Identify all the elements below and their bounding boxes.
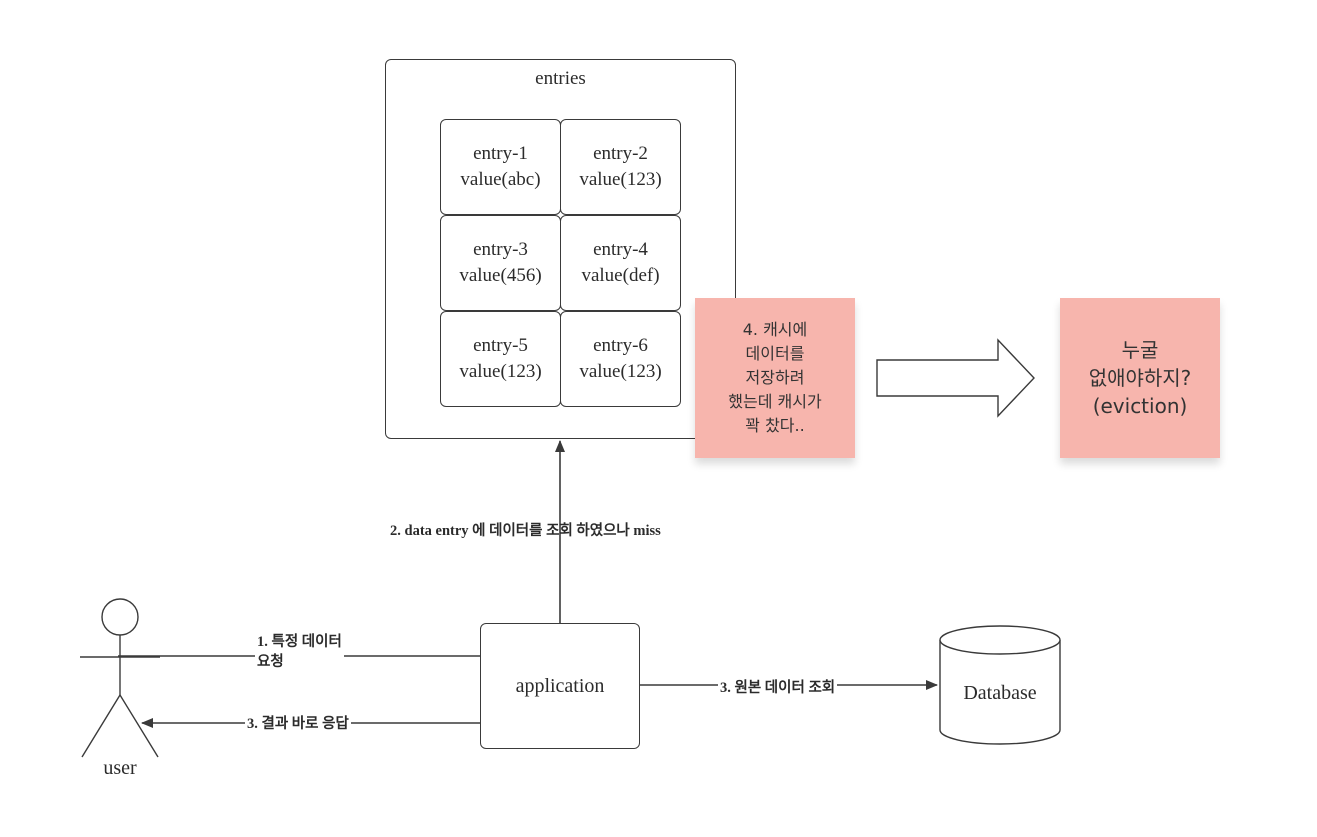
entry-name: entry-4 — [593, 239, 648, 260]
edge-label-step1: 1. 특정 데이터 요청 — [255, 632, 344, 672]
user-label: user — [103, 757, 137, 779]
entry-value: value(123) — [579, 169, 662, 190]
sticky-note-cache-full: 4. 캐시에 데이터를 저장하려 했는데 캐시가 꽉 찼다.. — [695, 298, 855, 458]
application-label: application — [515, 674, 605, 697]
block-arrow-right — [876, 338, 1035, 418]
entry-value: value(123) — [579, 361, 662, 382]
entries-title: entries — [535, 68, 586, 89]
application-box: application — [480, 623, 640, 749]
entry-value: value(123) — [459, 361, 542, 382]
entry-name: entry-6 — [593, 335, 648, 356]
sticky-note-cache-full-text: 4. 캐시에 데이터를 저장하려 했는데 캐시가 꽉 찼다.. — [728, 320, 822, 435]
sticky-note-eviction: 누굴 없애야하지? (eviction) — [1060, 298, 1220, 458]
entry-cell: entry-2 value(123) — [560, 119, 681, 215]
entry-value: value(abc) — [460, 169, 541, 190]
database-label: Database — [963, 682, 1037, 704]
entry-value: value(def) — [581, 265, 660, 286]
entry-cell: entry-5 value(123) — [440, 311, 561, 407]
entry-cell: entry-6 value(123) — [560, 311, 681, 407]
entry-name: entry-5 — [473, 335, 528, 356]
user-actor-figure — [80, 598, 160, 758]
database-cylinder — [939, 625, 1061, 745]
entry-cell: entry-1 value(abc) — [440, 119, 561, 215]
entry-name: entry-3 — [473, 239, 528, 260]
entry-value: value(456) — [459, 265, 542, 286]
edge-label-step3-db: 3. 원본 데이터 조회 — [718, 676, 838, 697]
entry-name: entry-1 — [473, 143, 528, 164]
sticky-note-eviction-text: 누굴 없애야하지? (eviction) — [1088, 338, 1192, 418]
entry-cell: entry-4 value(def) — [560, 215, 681, 311]
entry-cell: entry-3 value(456) — [440, 215, 561, 311]
edge-label-step2: 2. data entry 에 데이터를 조회 하였으나 miss — [390, 523, 661, 539]
edge-label-step3-response: 3. 결과 바로 응답 — [245, 712, 351, 733]
entry-name: entry-2 — [593, 143, 648, 164]
